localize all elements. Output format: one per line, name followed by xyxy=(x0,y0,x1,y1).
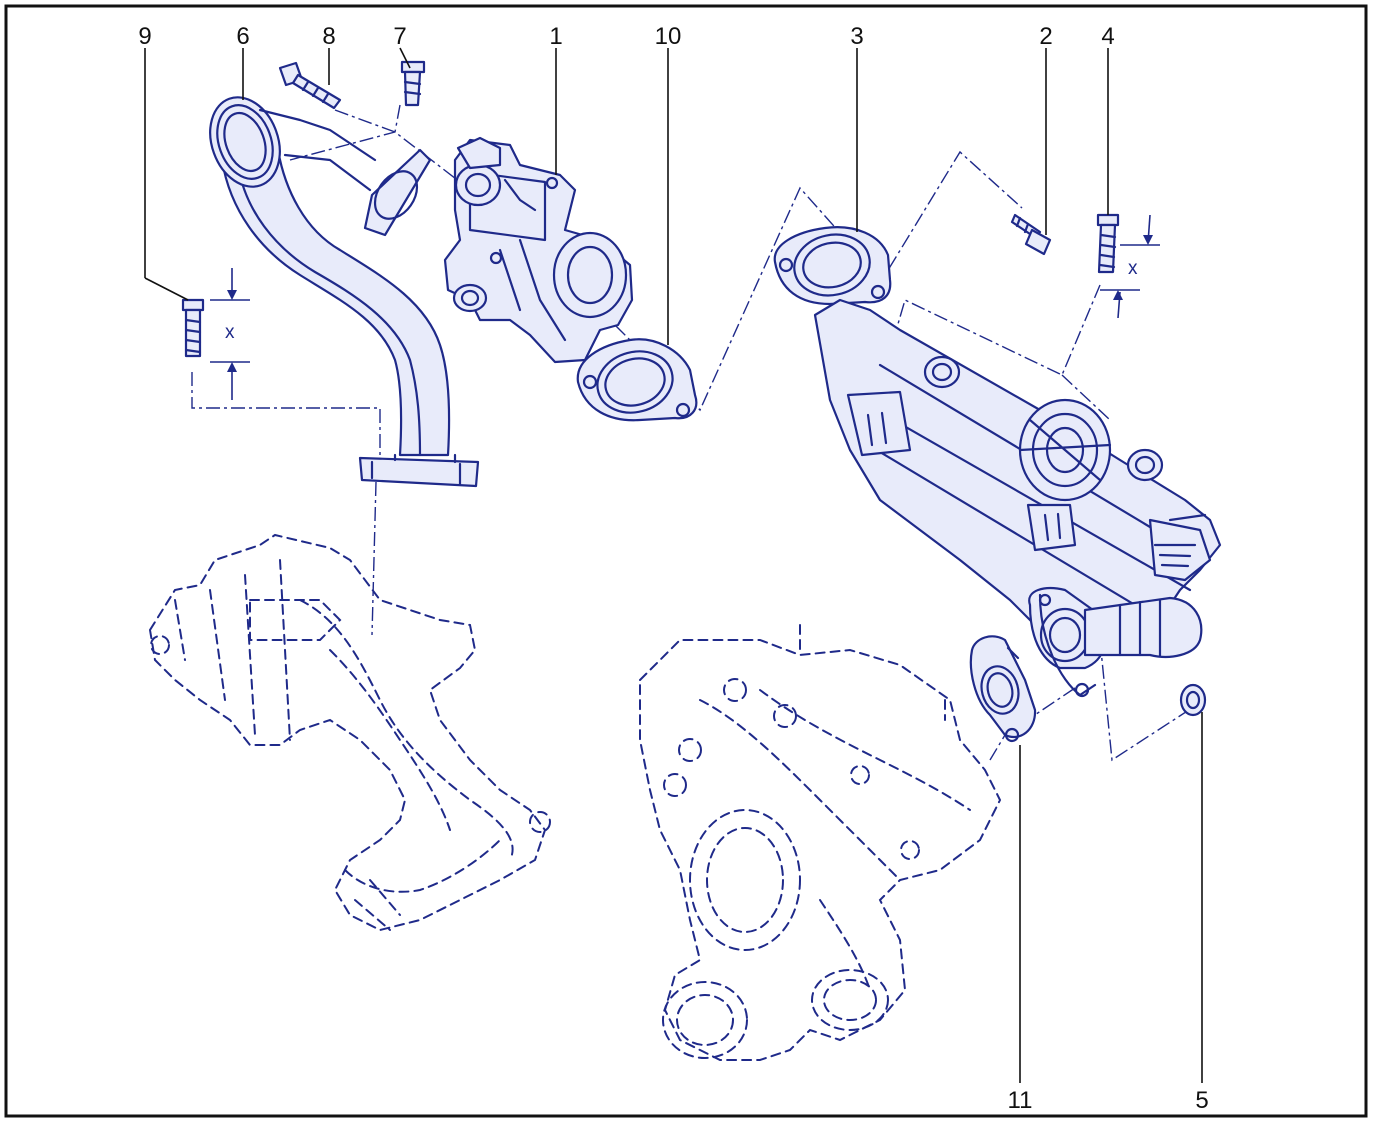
bolt-8 xyxy=(278,61,342,110)
dimension-left: x xyxy=(210,268,250,400)
callout-labels: 9 6 8 7 1 10 3 2 4 11 5 xyxy=(138,23,1208,1114)
egr-pipe xyxy=(209,96,480,488)
callout-8: 8 xyxy=(322,23,335,50)
ghost-turbocharger xyxy=(639,624,1002,1061)
callout-leaders xyxy=(144,47,1203,1083)
egr-valve xyxy=(443,136,634,364)
nut xyxy=(1179,683,1207,717)
gasket-10 xyxy=(576,338,698,422)
egr-cooler xyxy=(813,298,1222,698)
callout-1: 1 xyxy=(549,23,562,50)
ghost-exhaust-manifold xyxy=(148,533,551,932)
callout-4: 4 xyxy=(1101,23,1114,50)
bolt-7 xyxy=(400,60,426,107)
dimension-x-left: x xyxy=(225,322,235,343)
diagram-border xyxy=(4,4,1368,1118)
dimension-right: x xyxy=(1100,214,1160,319)
callout-7: 7 xyxy=(393,23,406,50)
callout-6: 6 xyxy=(236,23,249,50)
callout-10: 10 xyxy=(655,23,682,50)
bolt-9 xyxy=(181,298,205,358)
gasket-3 xyxy=(773,226,892,306)
bolt-2 xyxy=(1010,213,1052,256)
dimension-x-right: x xyxy=(1128,258,1138,279)
bolt-4 xyxy=(1096,213,1120,274)
callout-3: 3 xyxy=(850,23,863,50)
gasket-11 xyxy=(969,635,1037,743)
callout-9: 9 xyxy=(138,23,151,50)
callout-11: 11 xyxy=(1008,1087,1033,1114)
callout-2: 2 xyxy=(1039,23,1052,50)
callout-5: 5 xyxy=(1195,1087,1208,1114)
